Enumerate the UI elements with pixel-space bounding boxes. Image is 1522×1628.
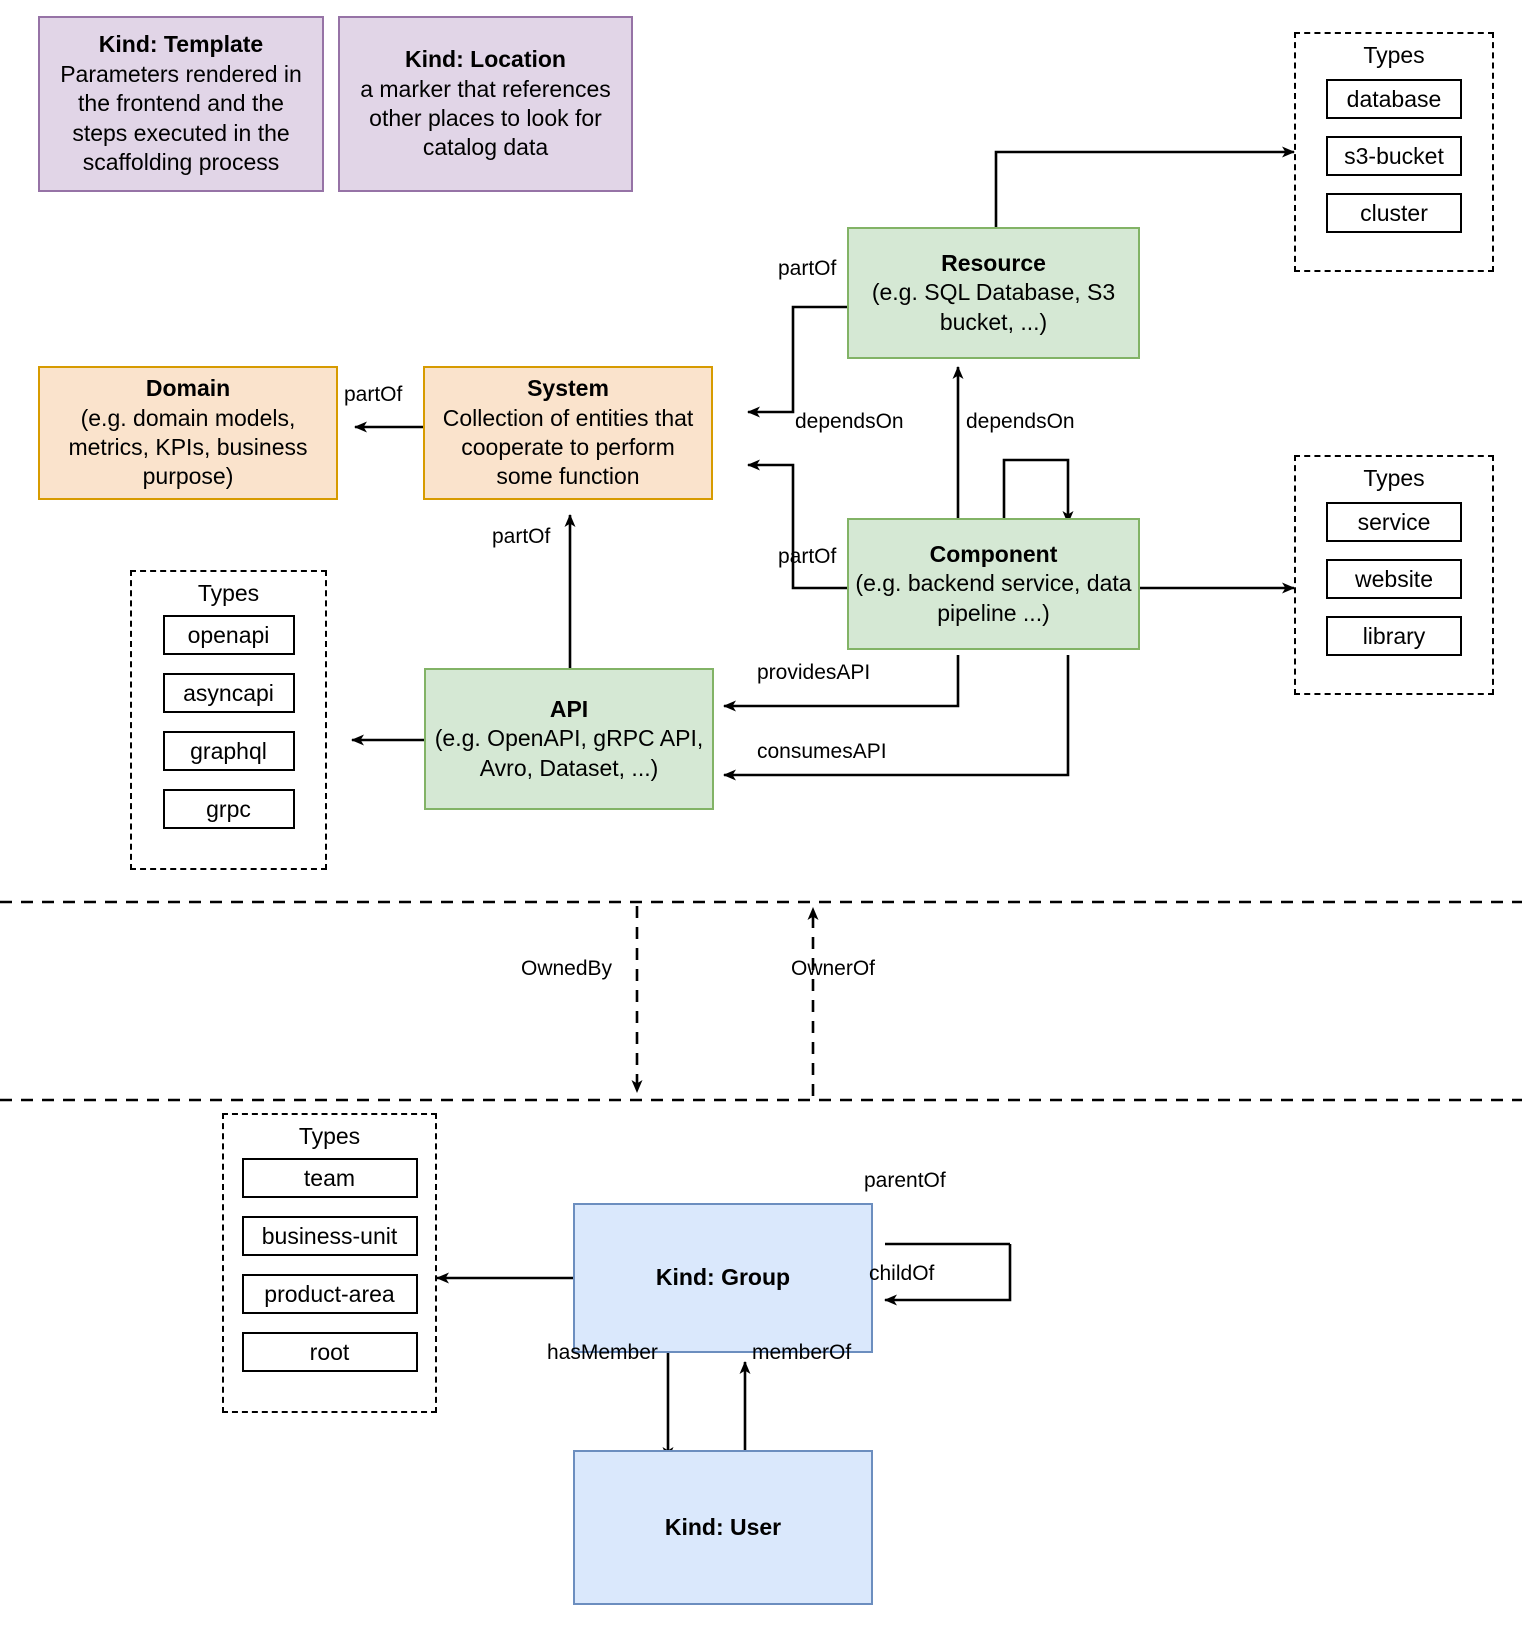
- edge-label-system-partof: partOf: [344, 383, 403, 406]
- edge-label-provides-api: providesAPI: [757, 661, 871, 684]
- edge-label-parent-of: parentOf: [864, 1169, 946, 1192]
- type-chip-asyncapi[interactable]: asyncapi: [162, 673, 295, 713]
- node-component-desc: (e.g. backend service, data pipeline ...…: [855, 570, 1132, 626]
- node-kind-user[interactable]: Kind: User: [573, 1450, 873, 1605]
- wire-resource-partof-system: [747, 305, 880, 418]
- types-group-api: Types openapi asyncapi graphql grpc: [130, 570, 327, 870]
- edge-label-api-partof: partOf: [492, 525, 551, 548]
- node-kind-group-title: Kind: Group: [655, 1264, 791, 1291]
- edge-label-has-member: hasMember: [547, 1341, 658, 1364]
- node-system-title: System: [527, 375, 609, 402]
- types-group-resource-label: Types: [1363, 42, 1425, 68]
- wire-resource-to-types: [994, 146, 1295, 235]
- node-kind-location-desc: a marker that references other places to…: [360, 75, 611, 161]
- edge-label-owned-by: OwnedBy: [521, 957, 613, 980]
- type-chip-website[interactable]: website: [1326, 559, 1462, 599]
- type-chip-library[interactable]: library: [1326, 616, 1462, 656]
- node-domain[interactable]: Domain (e.g. domain models, metrics, KPI…: [38, 366, 338, 500]
- types-group-component-label: Types: [1363, 465, 1425, 491]
- edge-label-component-partof: partOf: [778, 545, 837, 568]
- edge-label-resource-dependson: dependsOn: [795, 410, 904, 433]
- type-chip-product-area[interactable]: product-area: [241, 1274, 418, 1314]
- edge-label-child-of: childOf: [869, 1262, 935, 1285]
- type-chip-business-unit[interactable]: business-unit: [241, 1216, 418, 1256]
- types-group-group-label: Types: [298, 1123, 361, 1149]
- wire-component-consumesapi-api: [723, 655, 1070, 781]
- type-chip-cluster[interactable]: cluster: [1326, 193, 1462, 233]
- wire-component-partof-system: [747, 459, 880, 590]
- node-kind-template-desc: Parameters rendered in the frontend and …: [60, 60, 302, 176]
- node-resource-desc: (e.g. SQL Database, S3 bucket, ...): [871, 279, 1116, 335]
- node-kind-template-title: Kind: Template: [98, 31, 264, 58]
- node-api-title: API: [549, 695, 589, 722]
- edge-label-resource-partof: partOf: [778, 257, 837, 280]
- edge-label-component-dependson: dependsOn: [966, 410, 1075, 433]
- type-chip-team[interactable]: team: [241, 1158, 418, 1198]
- node-kind-location[interactable]: Kind: Location a marker that references …: [338, 16, 633, 192]
- wire-component-providesapi-api: [723, 655, 960, 712]
- type-chip-root[interactable]: root: [241, 1332, 418, 1372]
- edge-label-member-of: memberOf: [752, 1341, 852, 1364]
- node-component-title: Component: [929, 540, 1058, 567]
- node-kind-location-title: Kind: Location: [405, 46, 566, 73]
- type-chip-s3-bucket[interactable]: s3-bucket: [1326, 136, 1462, 176]
- node-component[interactable]: Component (e.g. backend service, data pi…: [847, 518, 1140, 650]
- node-system[interactable]: System Collection of entities that coope…: [423, 366, 713, 500]
- node-kind-user-title: Kind: User: [664, 1513, 782, 1540]
- edge-label-owner-of: OwnerOf: [791, 957, 876, 980]
- type-chip-database[interactable]: database: [1326, 79, 1462, 119]
- types-group-api-label: Types: [197, 580, 260, 606]
- type-chip-openapi[interactable]: openapi: [162, 615, 295, 655]
- types-group-component: Types service website library: [1294, 455, 1494, 695]
- node-kind-group[interactable]: Kind: Group: [573, 1203, 873, 1353]
- wire-component-dependson-self: [1002, 458, 1074, 535]
- node-domain-title: Domain: [145, 375, 231, 402]
- node-api-desc: (e.g. OpenAPI, gRPC API, Avro, Dataset, …: [434, 725, 704, 781]
- type-chip-grpc[interactable]: grpc: [162, 789, 295, 829]
- type-chip-service[interactable]: service: [1326, 502, 1462, 542]
- types-group-group: Types team business-unit product-area ro…: [222, 1113, 437, 1413]
- node-domain-desc: (e.g. domain models, metrics, KPIs, busi…: [68, 404, 308, 490]
- node-kind-template[interactable]: Kind: Template Parameters rendered in th…: [38, 16, 324, 192]
- types-group-resource: Types database s3-bucket cluster: [1294, 32, 1494, 272]
- node-resource-title: Resource: [941, 249, 1046, 276]
- edge-label-consumes-api: consumesAPI: [757, 740, 887, 763]
- node-system-desc: Collection of entities that cooperate to…: [442, 404, 694, 490]
- wire-group-parentof-self: [884, 1244, 1012, 1306]
- type-chip-graphql[interactable]: graphql: [162, 731, 295, 771]
- node-api[interactable]: API (e.g. OpenAPI, gRPC API, Avro, Datas…: [424, 668, 714, 810]
- node-resource[interactable]: Resource (e.g. SQL Database, S3 bucket, …: [847, 227, 1140, 359]
